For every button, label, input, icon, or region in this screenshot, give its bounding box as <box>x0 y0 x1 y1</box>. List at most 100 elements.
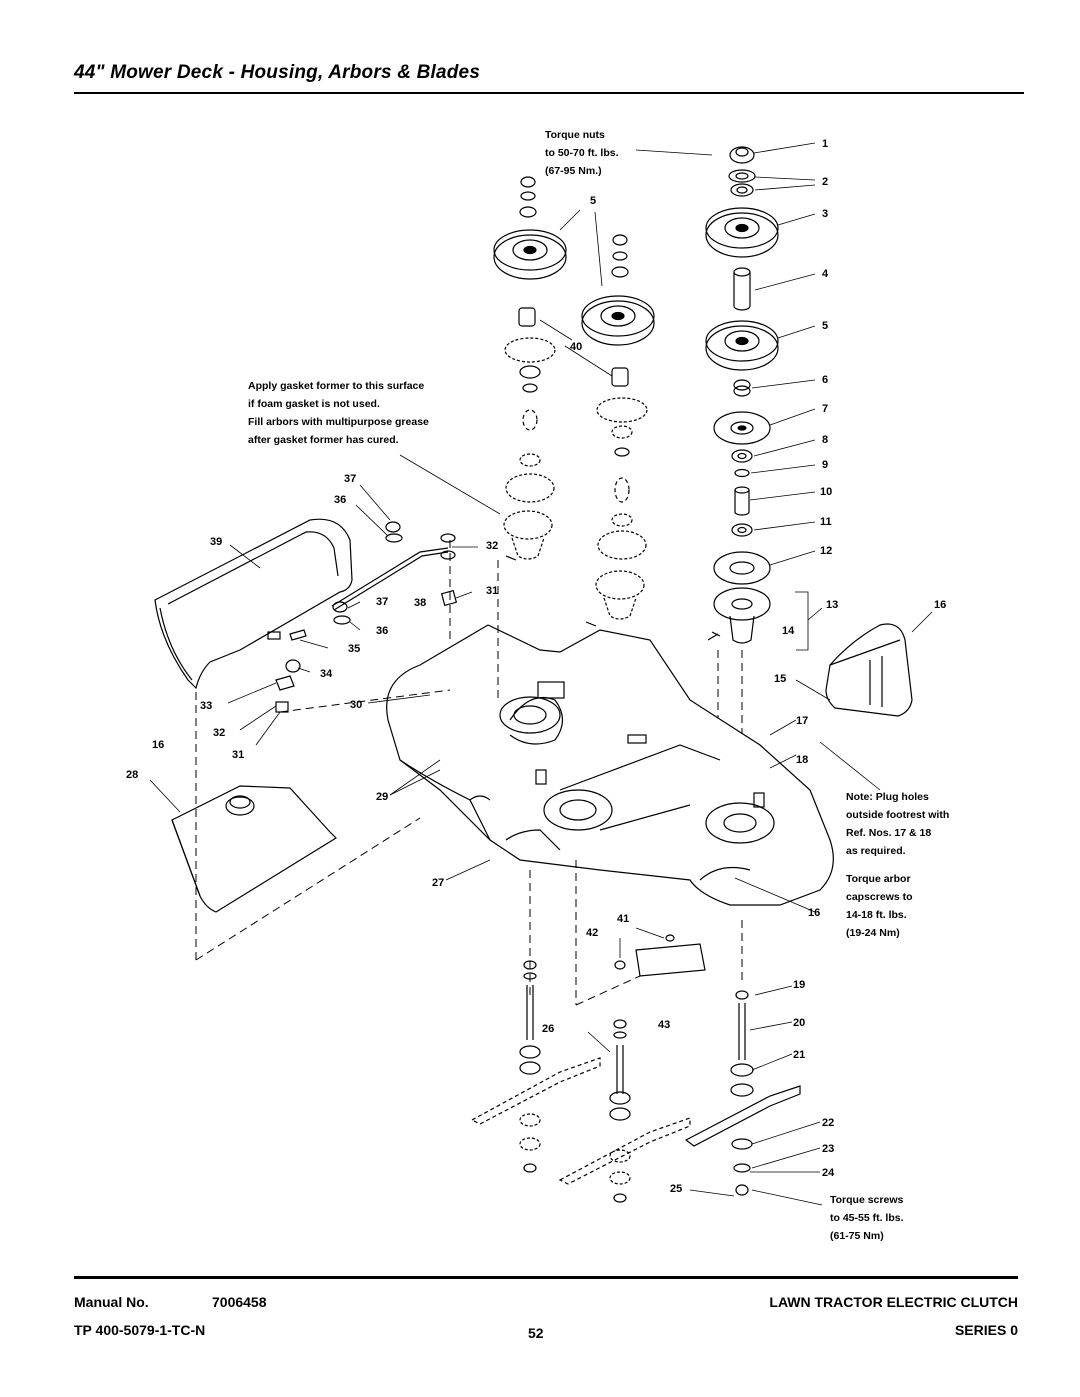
callout-36: 36 <box>376 625 388 637</box>
callout-16: 16 <box>808 907 820 919</box>
svg-text:Ref. Nos. 17 & 18: Ref. Nos. 17 & 18 <box>846 827 931 839</box>
callout-21: 21 <box>793 1049 805 1061</box>
product-name: LAWN TRACTOR ELECTRIC CLUTCH <box>769 1294 1018 1310</box>
callout-40: 40 <box>570 341 582 353</box>
page-title: 44" Mower Deck - Housing, Arbors & Blade… <box>74 62 481 83</box>
callout-41: 41 <box>617 913 629 925</box>
part-11-bearing <box>731 523 753 537</box>
callout-10: 10 <box>820 486 832 498</box>
svg-text:Torque screws: Torque screws <box>830 1194 903 1206</box>
svg-text:(67-95 Nm.): (67-95 Nm.) <box>545 165 602 177</box>
callout-39: 39 <box>210 536 222 548</box>
callout-30: 30 <box>350 699 362 711</box>
right-spindle-blade <box>684 990 801 1196</box>
part-10-spacer <box>734 486 750 516</box>
svg-text:to 50-70 ft. lbs.: to 50-70 ft. lbs. <box>545 147 619 159</box>
svg-text:Note: Plug holes: Note: Plug holes <box>846 791 929 803</box>
manual-label: Manual No. <box>74 1294 149 1310</box>
part-6-bearing <box>733 379 751 397</box>
callout-38: 38 <box>414 597 426 609</box>
callout-5: 5 <box>822 320 828 332</box>
note-gasket: Apply gasket former to this surface if f… <box>248 380 429 446</box>
page-number: 52 <box>528 1325 544 1341</box>
callout-16: 16 <box>934 599 946 611</box>
left-spindle-blade <box>470 960 601 1173</box>
callout-2: 2 <box>822 176 828 188</box>
part-15-belt-guard <box>825 623 913 717</box>
part-2-washer <box>728 169 756 197</box>
svg-text:Torque arbor: Torque arbor <box>846 873 911 885</box>
part-13-housing <box>707 587 771 644</box>
callout-3: 3 <box>822 208 828 220</box>
callout-36: 36 <box>334 494 346 506</box>
callout-25: 25 <box>670 1183 682 1195</box>
part-12-housing <box>713 551 771 585</box>
callout-34: 34 <box>320 668 333 680</box>
callout-24: 24 <box>822 1167 835 1179</box>
svg-text:Fill arbors with multipurpose: Fill arbors with multipurpose grease <box>248 416 429 428</box>
svg-text:capscrews to: capscrews to <box>846 891 913 903</box>
note-torque-screws: Torque screws to 45-55 ft. lbs. (61-75 N… <box>830 1194 904 1242</box>
callout-23: 23 <box>822 1143 834 1155</box>
callout-37: 37 <box>376 596 388 608</box>
note-torque-arbor: Torque arbor capscrews to 14-18 ft. lbs.… <box>846 873 913 939</box>
title-rule <box>74 92 1024 94</box>
callout-7: 7 <box>822 403 828 415</box>
center-spindle-blade <box>558 1019 691 1203</box>
part-3-pulley <box>705 207 779 258</box>
callout-22: 22 <box>822 1117 834 1129</box>
callout-9: 9 <box>822 459 828 471</box>
part-1-nut <box>729 146 755 164</box>
note-torque-nuts: Torque nuts to 50-70 ft. lbs. (67-95 Nm.… <box>545 129 619 177</box>
part-5-pulley <box>705 320 779 371</box>
part-27-deck-housing <box>386 624 834 906</box>
callout-42: 42 <box>586 927 598 939</box>
callout-18: 18 <box>796 754 808 766</box>
left-pulley-stack <box>493 176 567 561</box>
callout-13: 13 <box>826 599 838 611</box>
part-8-bearing <box>731 449 753 463</box>
callout-1: 1 <box>822 138 828 150</box>
callout-31: 31 <box>486 585 498 597</box>
tp-number: TP 400-5079-1-TC-N <box>74 1322 206 1338</box>
callout-17: 17 <box>796 715 808 727</box>
part-39-discharge-chute <box>154 518 353 690</box>
svg-text:(61-75 Nm): (61-75 Nm) <box>830 1230 884 1242</box>
manual-number: 7006458 <box>212 1294 267 1310</box>
svg-text:outside footrest with: outside footrest with <box>846 809 949 821</box>
callout-32: 32 <box>213 727 225 739</box>
callout-31: 31 <box>232 749 244 761</box>
part-7-arbor-housing <box>713 411 771 445</box>
part-9-ring <box>734 468 750 478</box>
callout-43: 43 <box>658 1019 670 1031</box>
callout-4: 4 <box>822 268 829 280</box>
svg-text:14-18 ft. lbs.: 14-18 ft. lbs. <box>846 909 907 921</box>
callout-37: 37 <box>344 473 356 485</box>
svg-text:to 45-55 ft. lbs.: to 45-55 ft. lbs. <box>830 1212 904 1224</box>
callout-26: 26 <box>542 1023 554 1035</box>
callout-33: 33 <box>200 700 212 712</box>
svg-text:(19-24 Nm): (19-24 Nm) <box>846 927 900 939</box>
callout-14: 14 <box>782 625 795 637</box>
svg-text:after gasket former has cured.: after gasket former has cured. <box>248 434 399 446</box>
svg-text:if foam gasket is not used.: if foam gasket is not used. <box>248 398 380 410</box>
callout-19: 19 <box>793 979 805 991</box>
callout-28: 28 <box>126 769 138 781</box>
callout-15: 15 <box>774 673 786 685</box>
callout-8: 8 <box>822 434 828 446</box>
callout-27: 27 <box>432 877 444 889</box>
footer-rule <box>74 1276 1018 1279</box>
callout-labels: 1 2 3 5 4 5 6 7 8 9 10 11 12 13 14 15 16… <box>126 138 946 1195</box>
callout-5: 5 <box>590 195 596 207</box>
part-43-baffle <box>635 943 706 977</box>
notes: Torque nuts to 50-70 ft. lbs. (67-95 Nm.… <box>248 129 949 1242</box>
callout-16: 16 <box>152 739 164 751</box>
callout-32: 32 <box>486 540 498 552</box>
part-38-rod <box>331 533 456 611</box>
callout-29: 29 <box>376 791 388 803</box>
note-plug-holes: Note: Plug holes outside footrest with R… <box>846 791 949 857</box>
series-label: SERIES 0 <box>954 1322 1018 1338</box>
callout-35: 35 <box>348 643 360 655</box>
callout-11: 11 <box>820 516 832 528</box>
